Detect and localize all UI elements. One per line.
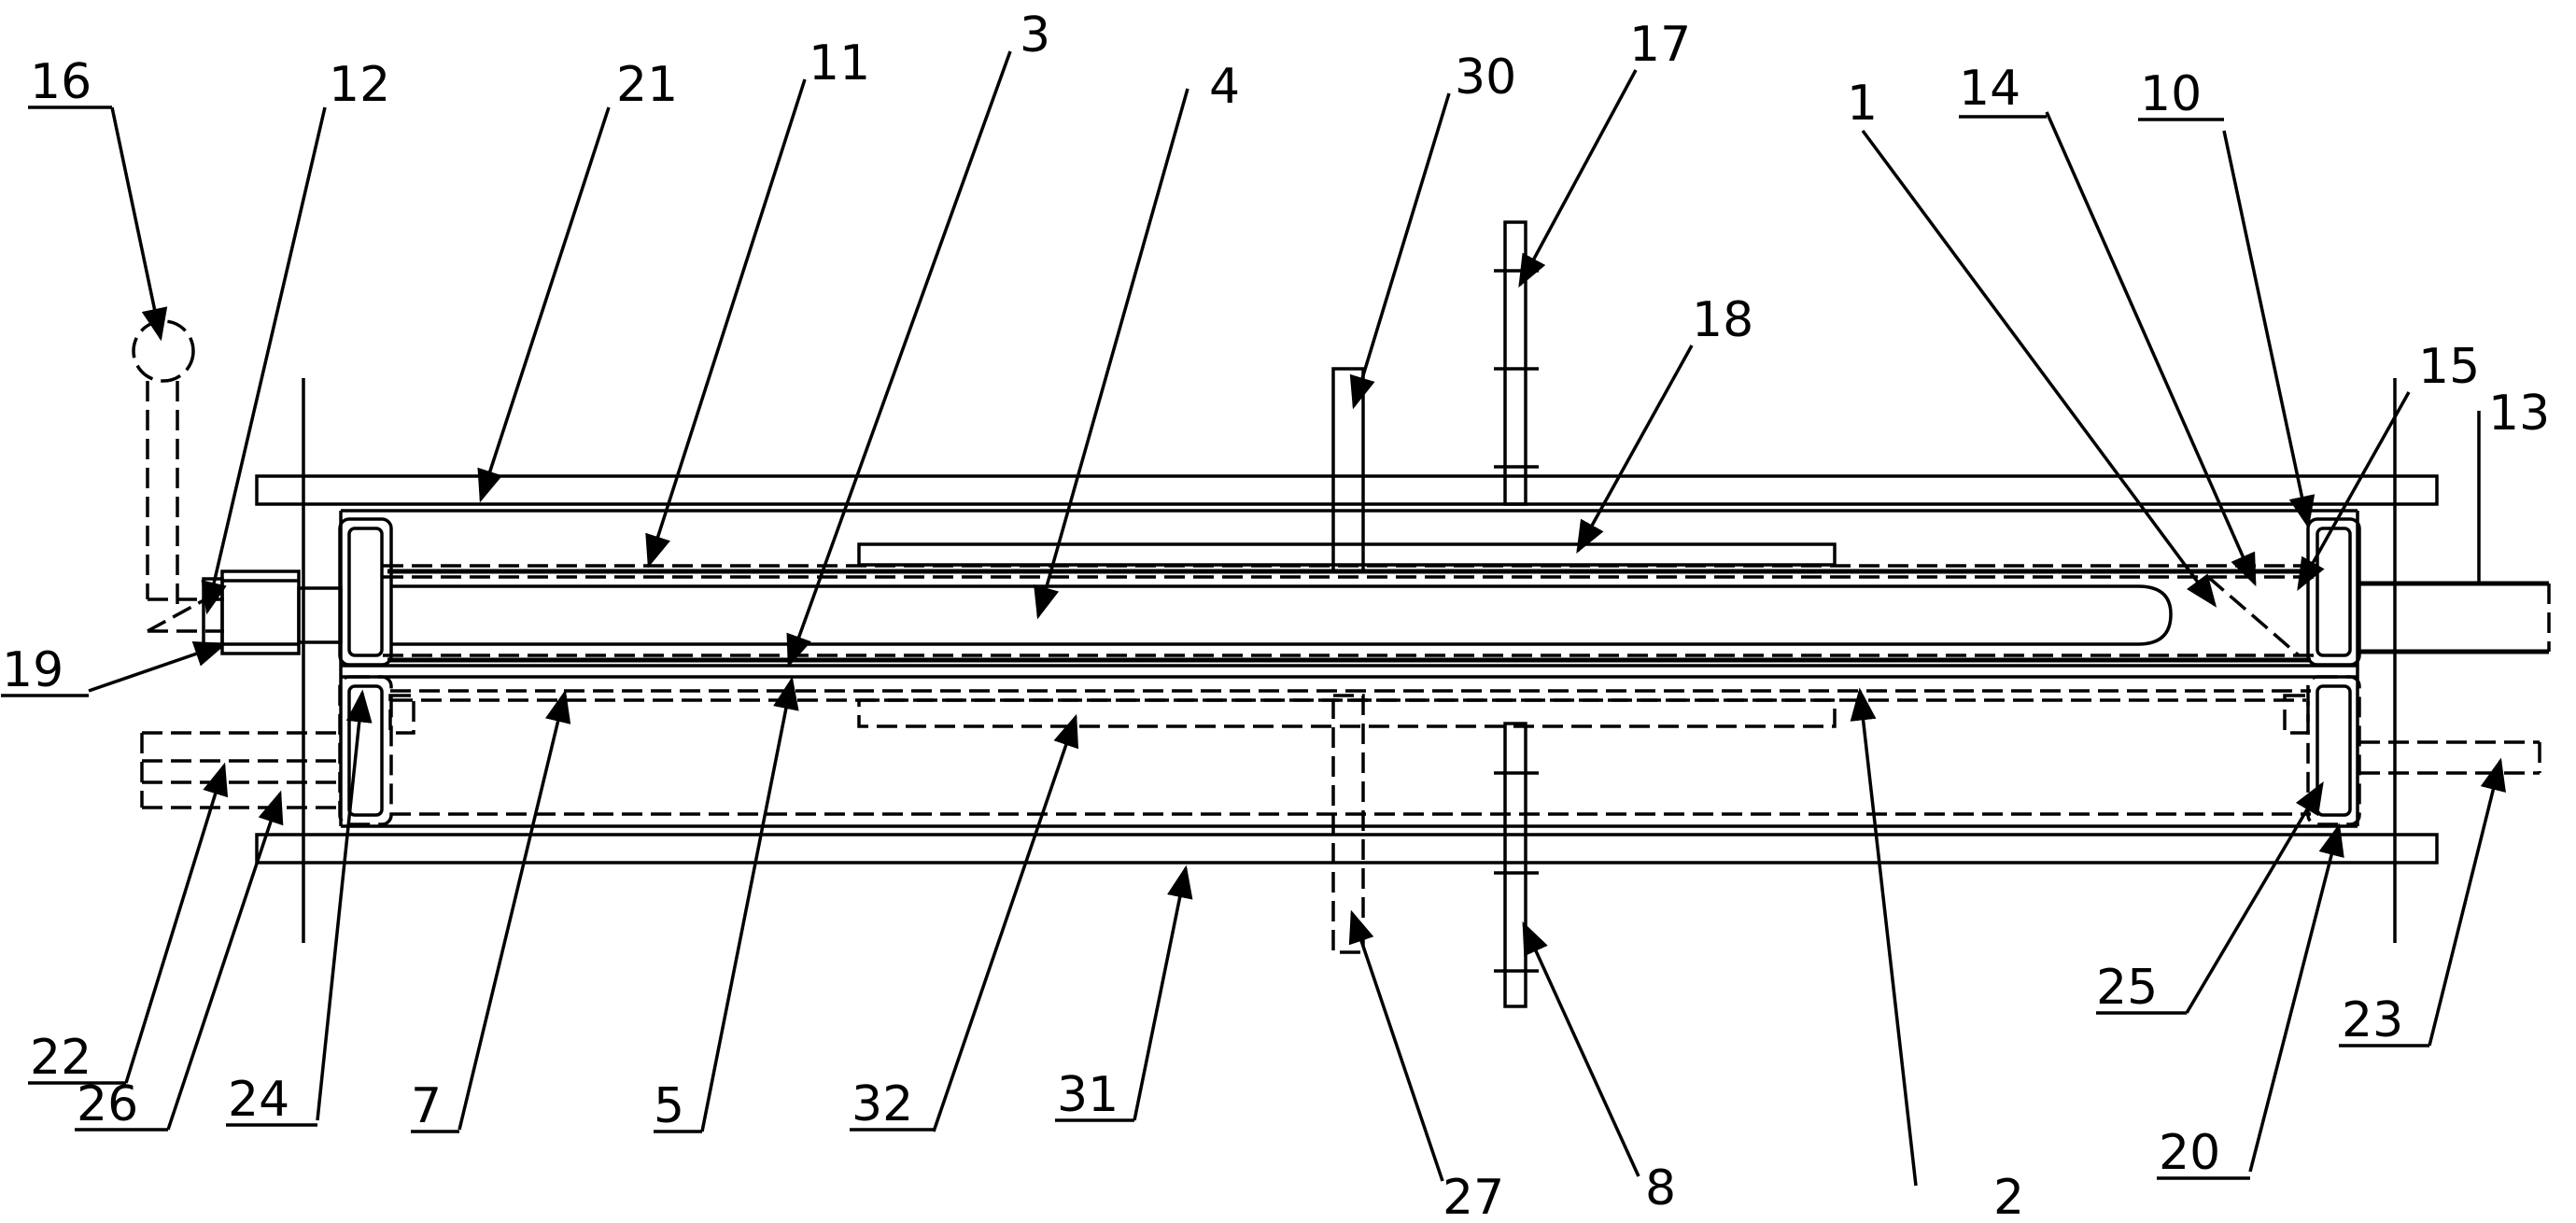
label-7: 7: [411, 1078, 442, 1134]
label-21: 21: [616, 57, 678, 113]
label-16: 16: [30, 54, 91, 110]
label-27: 27: [1443, 1170, 1504, 1223]
lower-left-pipes: [140, 731, 340, 809]
label-4: 4: [1209, 59, 1240, 115]
left-end-fitting: [202, 569, 343, 655]
label-1: 1: [1847, 76, 1878, 132]
sensor-16: [132, 319, 224, 633]
housing-frame: [339, 509, 2359, 828]
bar-8: [1494, 722, 1539, 1008]
label-underlines: [1, 105, 2429, 1180]
outlet-pipe-13: [2359, 581, 2551, 654]
center-lines: [302, 378, 2397, 943]
upper-right-seal: [2306, 517, 2361, 667]
label-10: 10: [2140, 66, 2202, 122]
label-12: 12: [329, 57, 390, 113]
label-26: 26: [77, 1076, 138, 1132]
label-14: 14: [1959, 61, 2020, 117]
lower-plate-32: [857, 698, 1837, 728]
label-2: 2: [1993, 1170, 2024, 1223]
label-18: 18: [1692, 292, 1753, 348]
upper-left-seal: [338, 517, 393, 667]
post-30: [1331, 367, 1365, 573]
label-15: 15: [2418, 339, 2480, 395]
label-31: 31: [1057, 1067, 1119, 1123]
label-32: 32: [852, 1076, 913, 1132]
labels: 16 12 21 11 3 4 30 17 18 1 14 10 15 13 1…: [2, 7, 2550, 1223]
label-8: 8: [1645, 1160, 1676, 1216]
label-11: 11: [809, 35, 870, 91]
label-3: 3: [1020, 7, 1050, 63]
top-plate: [255, 474, 2439, 506]
label-19: 19: [2, 642, 63, 698]
label-24: 24: [228, 1072, 289, 1128]
label-13: 13: [2488, 386, 2550, 442]
bar-17: [1494, 220, 1539, 506]
label-22: 22: [30, 1030, 91, 1086]
bottom-plate: [255, 833, 2439, 865]
label-20: 20: [2159, 1125, 2220, 1181]
post-27: [1331, 694, 1365, 954]
label-30: 30: [1455, 49, 1516, 105]
label-25: 25: [2096, 960, 2158, 1016]
upper-tube-dashed-outline: [383, 564, 2316, 657]
lower-right-pipe-23: [2359, 740, 2541, 775]
upper-plate-18: [857, 542, 1837, 567]
lower-left-seal: [338, 675, 393, 826]
lower-tube-dashed: [388, 689, 2311, 816]
label-5: 5: [654, 1078, 684, 1134]
heating-element: [392, 584, 2173, 646]
label-23: 23: [2342, 992, 2403, 1048]
lower-right-seal: [2306, 675, 2361, 826]
label-17: 17: [1629, 17, 1691, 73]
leader-lines: [88, 50, 2506, 1187]
